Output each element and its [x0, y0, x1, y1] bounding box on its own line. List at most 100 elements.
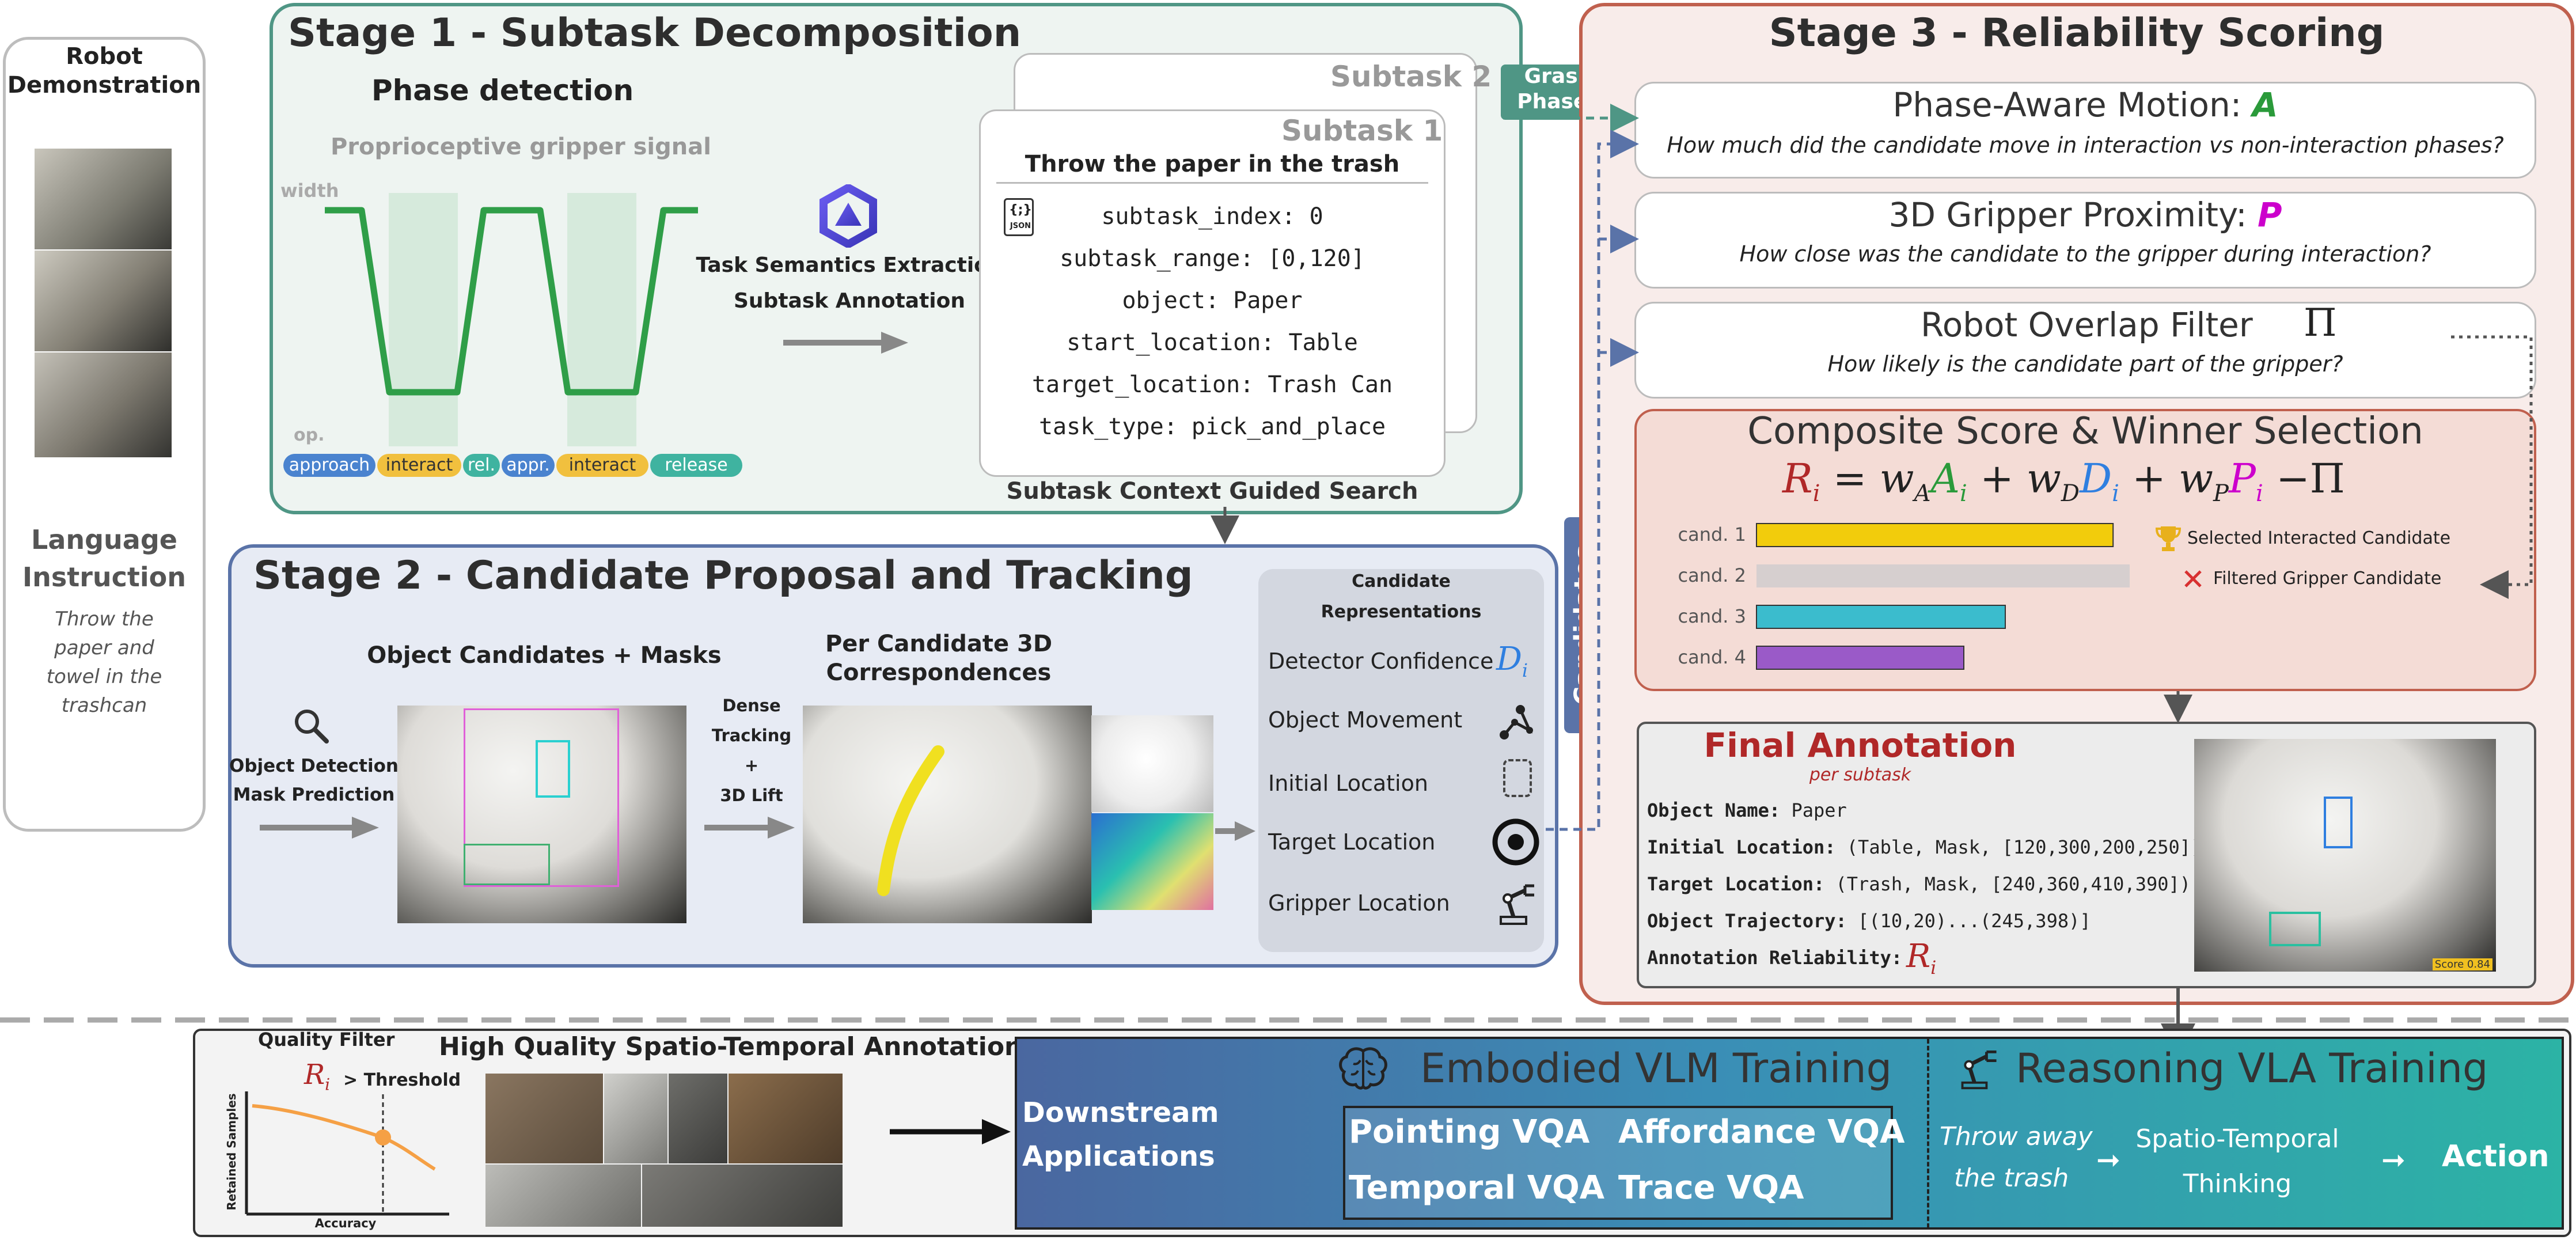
- magnifier-icon: [295, 710, 329, 744]
- stage1-title: Stage 1 - Subtask Decomposition: [288, 10, 1022, 56]
- phase-interact: interact: [377, 454, 461, 477]
- downstream-panel: [1015, 1037, 2564, 1230]
- candidate-label: cand. 3: [1678, 605, 1747, 627]
- detection-line1: Object Detection: [229, 756, 399, 776]
- language-title-line2: Instruction: [22, 562, 187, 593]
- candidates-title: Object Candidates + Masks: [367, 642, 722, 669]
- composite-title: Composite Score & Winner Selection: [1747, 410, 2423, 453]
- threshold-label: Ri: [304, 1059, 331, 1094]
- representations-panel: [1258, 569, 1544, 952]
- subtask-field: target_location: Trash Can: [1031, 371, 1393, 398]
- proximity-symbol: P: [2258, 195, 2282, 234]
- composite-formula: Ri = wAAi + wDDi + wPPi −Π: [1782, 455, 2345, 507]
- selected-candidate-label: Selected Interacted Candidate: [2187, 528, 2451, 548]
- throw-line2: the trash: [1954, 1163, 2069, 1193]
- annotation-sample-6: [642, 1165, 843, 1227]
- candidate-score-bar: [1756, 646, 1964, 670]
- subtask-field: subtask_index: 0: [1101, 203, 1323, 230]
- tracking-arrow: [704, 817, 795, 839]
- hq-annotations-title: High Quality Spatio-Temporal Annotations: [439, 1032, 1038, 1061]
- annotation-sample-4: [729, 1074, 843, 1163]
- dense-line: 3D Lift: [720, 786, 783, 805]
- guided-search-label: Subtask Context Guided Search: [1006, 478, 1418, 505]
- extraction-line2: Subtask Annotation: [734, 289, 965, 313]
- divider: [996, 182, 1428, 184]
- candidate-score-bar: [1756, 605, 2006, 629]
- signal-label: Proprioceptive gripper signal: [331, 134, 711, 160]
- overlap-symbol: Π: [2304, 301, 2337, 345]
- demo-frame-1: [35, 149, 172, 249]
- phase-release: release: [650, 454, 742, 477]
- instruction-line: towel in the: [46, 665, 162, 688]
- final-annotation-image: Score 0.84: [2194, 739, 2496, 972]
- overlap-question: How likely is the candidate part of the …: [1827, 351, 2343, 377]
- subtask2-label: Subtask 2: [1330, 60, 1492, 93]
- demo-title-line2: Demonstration: [7, 72, 202, 98]
- threshold-text: > Threshold: [343, 1070, 461, 1090]
- final-row-object-name: Object Name: Paper: [1647, 799, 1847, 821]
- composite-panel: [1634, 409, 2536, 691]
- subtask-field: start_location: Table: [1067, 329, 1358, 356]
- candidate-label: cand. 4: [1678, 646, 1747, 668]
- correspondence-line1: Per Candidate 3D: [825, 631, 1053, 657]
- depth-map-image: [1091, 715, 1213, 812]
- repr-initial-location: Initial Location: [1268, 771, 1428, 796]
- brain-icon: [1339, 1047, 1387, 1090]
- filtered-candidate-label: Filtered Gripper Candidate: [2213, 568, 2442, 589]
- candidate-label: cand. 2: [1678, 564, 1747, 586]
- dense-line: Dense: [722, 696, 781, 715]
- retained-samples-label: Retained Samples: [225, 1093, 238, 1211]
- representation-arrow: [1215, 821, 1255, 841]
- instruction-line: Throw the: [55, 608, 154, 631]
- vqa-affordance: Affordance VQA: [1618, 1113, 1905, 1151]
- object-candidates-image: [397, 706, 686, 923]
- qwen-logo-icon: [820, 184, 877, 248]
- annotation-sample-2: [604, 1074, 667, 1163]
- stage3-title: Stage 3 - Reliability Scoring: [1769, 10, 2385, 56]
- robot-overlap-card: [1634, 302, 2536, 399]
- final-annotation-title: Final Annotation: [1704, 726, 2017, 765]
- annotation-sample-1: [485, 1074, 603, 1163]
- repr-detector-confidence: Detector Confidence: [1268, 649, 1494, 674]
- vqa-trace: Trace VQA: [1618, 1169, 1804, 1207]
- correspondence-image: [803, 706, 1092, 923]
- subtask-field: subtask_range: [0,120]: [1060, 245, 1365, 272]
- phase-interact: interact: [556, 454, 648, 477]
- json-file-icon: [1004, 198, 1034, 236]
- proximity-title: 3D Gripper Proximity: P: [1888, 195, 2282, 234]
- stage2-title: Stage 2 - Candidate Proposal and Trackin…: [253, 553, 1193, 598]
- extraction-arrow: [783, 332, 908, 354]
- vqa-box: [1343, 1106, 1893, 1220]
- vqa-temporal: Temporal VQA: [1349, 1169, 1605, 1207]
- arrow-glyph: ➞: [2096, 1143, 2120, 1177]
- json-icon-braces: {;}: [1008, 203, 1033, 217]
- throw-line1: Throw away: [1940, 1122, 2093, 1151]
- repr-gripper-location: Gripper Location: [1268, 890, 1450, 916]
- repr-title-line1: Candidate: [1352, 571, 1451, 591]
- dense-line: Tracking: [711, 726, 792, 745]
- vlm-title: Embodied VLM Training: [1420, 1045, 1892, 1092]
- gripper-signal-plot: [325, 193, 698, 446]
- demo-title-line1: Robot: [66, 43, 143, 70]
- demo-frame-2: [35, 251, 172, 351]
- annotation-sample-5: [485, 1165, 641, 1227]
- demo-frame-3: [35, 352, 172, 457]
- spatio-line2: Thinking: [2183, 1169, 2292, 1199]
- trophy-icon: [2155, 526, 2182, 551]
- candidate-score-bar: [1756, 523, 2114, 547]
- accuracy-label: Accuracy: [314, 1216, 377, 1230]
- extraction-line1: Task Semantics Extraction: [696, 253, 1003, 277]
- instruction-line: trashcan: [61, 694, 147, 717]
- downstream-arrow: [890, 1119, 1011, 1144]
- overlap-title: Robot Overlap Filter: [1921, 305, 2253, 344]
- motion-symbol: A: [2252, 85, 2278, 124]
- instruction-line: paper and: [54, 636, 154, 659]
- dashed-box-icon: [1503, 759, 1532, 797]
- filtered-cross-icon: [2184, 570, 2202, 587]
- robot-arm-vla-icon: [1961, 1051, 1997, 1090]
- final-annotation-subtitle: per subtask: [1809, 765, 1911, 785]
- dense-line: +: [744, 756, 759, 775]
